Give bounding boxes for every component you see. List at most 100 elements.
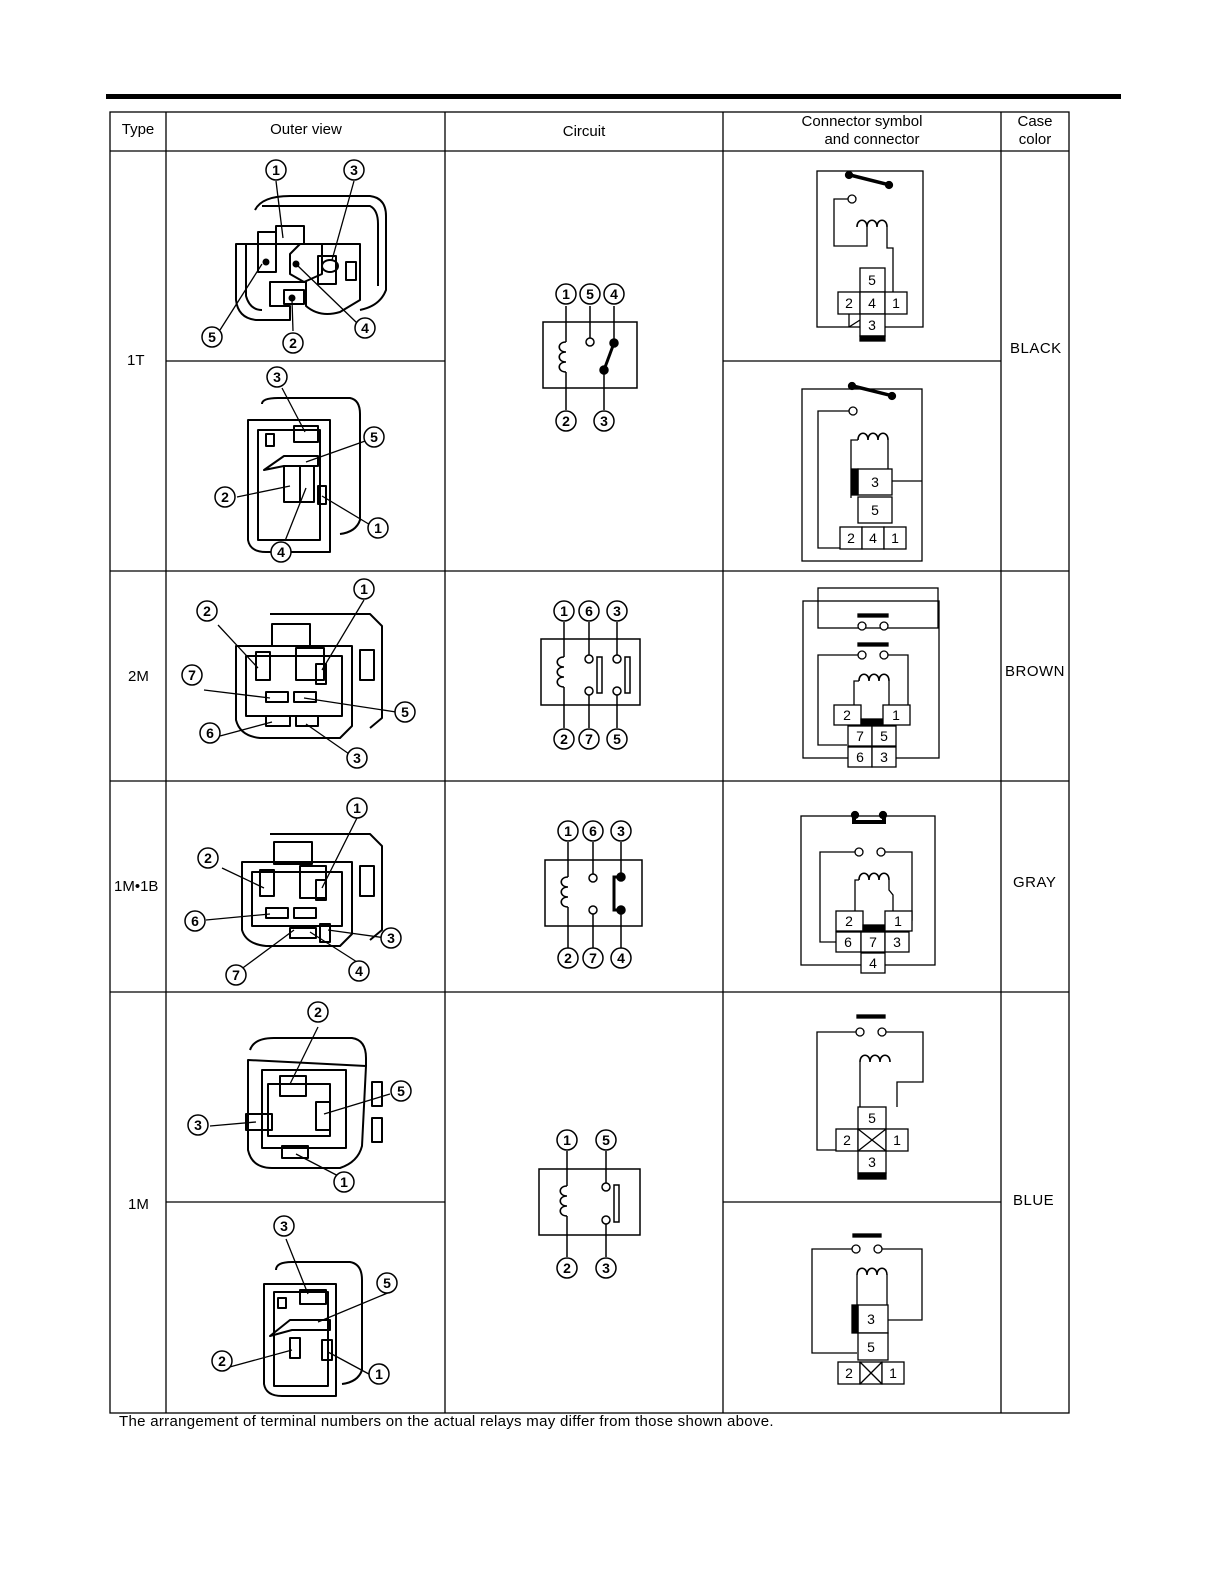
circuit-1m-num-1: 1: [563, 1132, 571, 1148]
ov-1m1b-3: 3: [387, 930, 395, 946]
outer-view-1t-b: [236, 387, 373, 553]
ov-1m1b-1: 1: [353, 800, 361, 816]
connector-1m-b: [811, 1233, 923, 1385]
conn-2m-2: 2: [843, 707, 851, 723]
conn-1m1b-1: 1: [894, 913, 902, 929]
conn-1m-a-1: 1: [893, 1132, 901, 1148]
connector-1m-a-numbers: 5 2 1 3: [843, 1110, 901, 1170]
conn-1m1b-3: 3: [893, 934, 901, 950]
connector-1m-b-numbers: 3 5 2 1: [845, 1311, 897, 1381]
case-color-black: BLACK: [1010, 340, 1062, 357]
circuit-2m-num-3: 3: [613, 603, 621, 619]
circuit-1t: [542, 306, 638, 410]
conn-1m1b-6: 6: [844, 934, 852, 950]
case-color-blue: BLUE: [1013, 1192, 1055, 1209]
conn-2m-6: 6: [856, 749, 864, 765]
ov-1t-b-1: 1: [374, 520, 382, 536]
conn-1t-b-5: 5: [871, 502, 879, 518]
circuit-1m-labels: 1 5 2 3: [556, 1129, 617, 1279]
conn-1t-a-2: 2: [845, 295, 853, 311]
ov-1t-a-1: 1: [272, 162, 280, 178]
outer-view-1m-a: [209, 1026, 391, 1181]
ov-1m-b-3: 3: [280, 1218, 288, 1234]
type-label-1m: 1M: [128, 1196, 149, 1213]
header-circuit: Circuit: [562, 123, 606, 140]
conn-1m1b-4: 4: [869, 955, 877, 971]
header-connector-line1: Connector symbol: [801, 113, 923, 130]
ov-1m1b-6: 6: [191, 913, 199, 929]
ov-1t-b-3: 3: [273, 369, 281, 385]
ov-1t-a-3: 3: [350, 162, 358, 178]
circuit-1t-num-3: 3: [600, 413, 608, 429]
conn-1m-b-3: 3: [867, 1311, 875, 1327]
header-case-color: Case color: [1001, 113, 1069, 149]
conn-1m-b-2: 2: [845, 1365, 853, 1381]
case-color-gray: GRAY: [1013, 874, 1057, 891]
circuit-1m1b-num-7: 7: [589, 950, 597, 966]
circuit-2m-num-6: 6: [585, 603, 593, 619]
circuit-1t-labels: 1 5 4 2 3: [555, 283, 625, 432]
circuit-1t-num-4: 4: [610, 286, 618, 302]
circuit-1m1b-num-4: 4: [617, 950, 625, 966]
ov-1m1b-4: 4: [355, 963, 363, 979]
header-type: Type: [121, 121, 155, 138]
circuit-1t-terminal-4: [603, 283, 625, 305]
ov-1m1b-2: 2: [204, 850, 212, 866]
conn-1m-b-1: 1: [889, 1365, 897, 1381]
circuit-1m: [538, 1151, 641, 1257]
table-grid: [109, 111, 1070, 1414]
conn-2m-5: 5: [880, 728, 888, 744]
circuit-1m-num-3: 3: [602, 1260, 610, 1276]
conn-1t-b-1: 1: [891, 530, 899, 546]
circuit-1m1b: [544, 842, 643, 948]
outer-view-1m-b: [225, 1238, 391, 1397]
circuit-2m: [540, 622, 641, 728]
conn-1t-a-3: 3: [868, 317, 876, 333]
ov-1m-a-5: 5: [397, 1083, 405, 1099]
ov-1t-a-4: 4: [361, 320, 369, 336]
case-color-brown: BROWN: [1005, 663, 1065, 680]
conn-1t-b-4: 4: [869, 530, 877, 546]
outer-view-callouts: 1 3 5 2 4 3 5 2 1 4 2 1 7 5 6 3 1: [181, 159, 416, 1385]
outer-view-1t-a: [219, 180, 387, 332]
conn-2m-3: 3: [880, 749, 888, 765]
connector-2m: [802, 587, 940, 768]
outer-view-2m: [203, 599, 397, 757]
header-case-line2: color: [1018, 131, 1052, 148]
conn-2m-7: 7: [856, 728, 864, 744]
conn-1m-a-5: 5: [868, 1110, 876, 1126]
circuit-1m-num-2: 2: [563, 1260, 571, 1276]
circuit-1m-num-5: 5: [602, 1132, 610, 1148]
circuit-1t-num-1: 1: [562, 286, 570, 302]
circuit-1t-terminal-3: [593, 410, 615, 432]
connector-1t-b: [801, 381, 923, 562]
circuit-2m-num-7: 7: [585, 731, 593, 747]
conn-1m-a-3: 3: [868, 1154, 876, 1170]
header-outer-view: Outer view: [270, 121, 342, 138]
connector-1m-a: [816, 1014, 924, 1180]
ov-1m-b-1: 1: [375, 1366, 383, 1382]
ov-2m-1: 1: [360, 581, 368, 597]
top-rule: [106, 94, 1121, 99]
connector-1t-a: [816, 170, 924, 342]
circuit-1t-terminal-1: [555, 283, 577, 305]
ov-1m-b-2: 2: [218, 1353, 226, 1369]
connector-1t-a-numbers: 5 2 4 1 3: [845, 272, 900, 333]
ov-2m-2: 2: [203, 603, 211, 619]
ov-1t-a-2: 2: [289, 335, 297, 351]
conn-1t-a-4: 4: [868, 295, 876, 311]
conn-1t-b-3: 3: [871, 474, 879, 490]
circuit-2m-num-2: 2: [560, 731, 568, 747]
header-case-line1: Case: [1017, 113, 1053, 130]
circuit-1t-num-5: 5: [586, 286, 594, 302]
ov-1t-a-5: 5: [208, 329, 216, 345]
header-connector: Connector symbol and connector: [723, 113, 1001, 149]
conn-1t-a-5: 5: [868, 272, 876, 288]
circuit-2m-labels: 1 6 3 2 7 5: [553, 600, 628, 750]
ov-2m-6: 6: [206, 725, 214, 741]
conn-2m-1: 1: [892, 707, 900, 723]
circuit-1m1b-num-2: 2: [564, 950, 572, 966]
circuit-1m1b-num-3: 3: [617, 823, 625, 839]
ov-1m-b-5: 5: [383, 1275, 391, 1291]
